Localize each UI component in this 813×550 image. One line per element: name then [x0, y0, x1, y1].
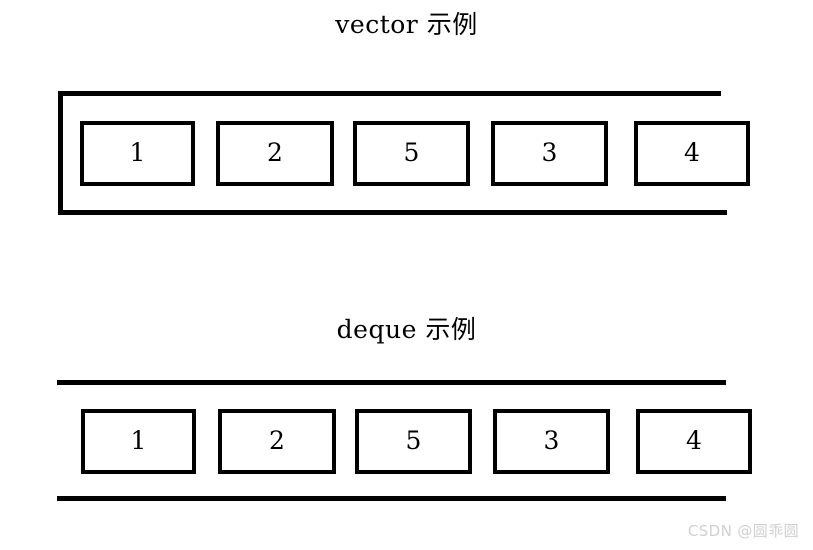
vector-cell-2[interactable]: 5: [353, 121, 470, 186]
deque-cell-1-value: 2: [269, 426, 285, 455]
vector-cell-4[interactable]: 4: [634, 121, 750, 186]
vector-container-left-line: [58, 91, 63, 215]
deque-cell-0[interactable]: 1: [81, 409, 196, 474]
deque-cell-3-value: 3: [543, 426, 560, 455]
deque-cell-4-value: 4: [686, 426, 702, 455]
vector-cell-0[interactable]: 1: [80, 121, 195, 186]
deque-container-top-line: [57, 380, 726, 385]
vector-section-title: vector 示例: [335, 10, 478, 39]
deque-cell-2[interactable]: 5: [355, 409, 472, 474]
deque-cell-4[interactable]: 4: [636, 409, 752, 474]
deque-cell-0-value: 1: [130, 426, 147, 455]
deque-cell-3[interactable]: 3: [493, 409, 610, 474]
csdn-watermark: CSDN @圆乖圆: [687, 522, 799, 540]
vector-cell-2-value: 5: [403, 138, 420, 167]
deque-section-title: deque 示例: [336, 315, 477, 344]
vector-cell-3[interactable]: 3: [491, 121, 608, 186]
vector-cell-4-value: 4: [684, 138, 700, 167]
vector-container-top-line: [58, 91, 721, 96]
deque-container-bottom-line: [57, 496, 726, 501]
deque-cell-2-value: 5: [405, 426, 422, 455]
vector-cell-3-value: 3: [541, 138, 558, 167]
vector-cell-0-value: 1: [129, 138, 146, 167]
vector-cell-1-value: 2: [267, 138, 283, 167]
vector-cell-1[interactable]: 2: [216, 121, 334, 186]
deque-cell-1[interactable]: 2: [218, 409, 336, 474]
vector-container-bottom-line: [58, 210, 727, 215]
